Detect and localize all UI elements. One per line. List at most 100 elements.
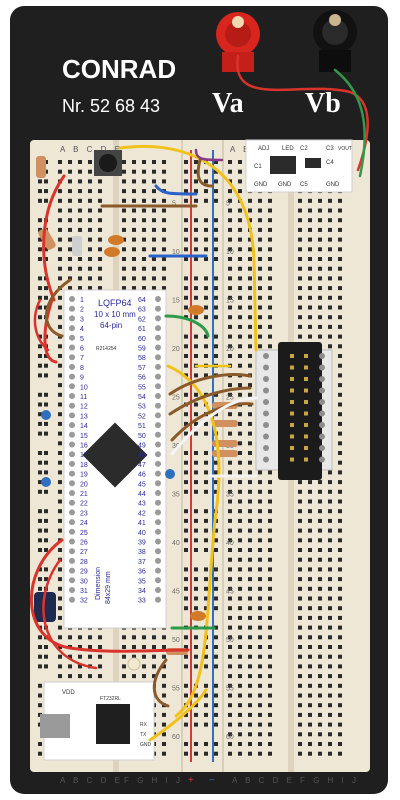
rail-hole xyxy=(214,722,218,727)
mcu-pin-label-left: 19 xyxy=(80,472,88,479)
hole xyxy=(258,742,262,746)
mcu-pin-right xyxy=(155,393,161,399)
row-number-left: 35 xyxy=(172,492,180,499)
mcu-pins: 64-pin xyxy=(100,321,122,330)
hole xyxy=(318,305,322,310)
reg-label-c5: C5 xyxy=(300,182,308,188)
hole xyxy=(98,664,102,669)
hole xyxy=(228,528,232,533)
hole xyxy=(258,509,262,514)
hole xyxy=(98,227,102,232)
rail-hole xyxy=(38,664,42,669)
hole xyxy=(258,218,262,223)
mcu-pin-label-left: 21 xyxy=(80,491,88,498)
hole xyxy=(268,577,272,582)
mcu-pin-right xyxy=(155,334,161,341)
hole xyxy=(258,693,262,698)
hole xyxy=(58,373,62,378)
hole xyxy=(308,315,312,320)
idc-pad-right xyxy=(319,387,325,394)
hole xyxy=(58,315,62,320)
hole xyxy=(308,227,312,232)
hole xyxy=(238,499,242,504)
hole xyxy=(58,460,62,465)
hole xyxy=(298,654,302,659)
row-number-right: 55 xyxy=(226,686,234,693)
rail-hole xyxy=(44,431,48,436)
idc-pad-right xyxy=(319,433,325,440)
rail-hole xyxy=(204,742,208,746)
hole xyxy=(268,645,272,649)
hole xyxy=(58,305,62,310)
hole xyxy=(238,460,242,465)
mcu-pin-right xyxy=(155,509,161,516)
hole xyxy=(228,742,232,746)
mcu-pin-right xyxy=(155,538,161,545)
hole xyxy=(308,528,312,533)
hole xyxy=(318,208,322,213)
row-number-right: 35 xyxy=(226,492,234,499)
hole xyxy=(338,305,342,310)
rail-hole xyxy=(44,577,48,582)
hole xyxy=(328,645,332,649)
wire-red-left-1 xyxy=(42,174,66,302)
hole xyxy=(238,431,242,436)
rail-hole xyxy=(214,577,218,582)
rail-hole xyxy=(44,373,48,378)
usb-connector xyxy=(40,714,70,738)
hole xyxy=(308,596,312,601)
hole xyxy=(338,363,342,368)
hole xyxy=(122,654,126,659)
hole xyxy=(98,276,102,281)
row-number-left: 50 xyxy=(172,637,180,644)
hole xyxy=(318,548,322,552)
hole xyxy=(58,654,62,659)
hole xyxy=(328,751,332,756)
mcu-pin-right xyxy=(155,596,161,603)
idc-pin xyxy=(290,365,294,370)
wire-brown-bottom xyxy=(152,658,170,708)
hole xyxy=(78,286,82,291)
usb-label-chip: FT232RL xyxy=(100,696,121,702)
rail-hole xyxy=(204,460,208,465)
hole xyxy=(228,227,232,232)
hole xyxy=(228,635,232,640)
hole xyxy=(58,518,62,523)
hole xyxy=(58,606,62,611)
rail-hole xyxy=(184,470,188,475)
hole xyxy=(258,276,262,281)
rail-hole xyxy=(184,742,188,746)
hole xyxy=(298,606,302,611)
rail-hole xyxy=(214,198,218,203)
rail-hole xyxy=(214,470,218,475)
hole xyxy=(248,208,252,213)
row-number-left: 25 xyxy=(172,395,180,402)
rail-hole xyxy=(194,664,198,669)
mcu-pin-label-right: 50 xyxy=(138,433,146,440)
mcu-pin-left xyxy=(69,470,75,477)
rail-hole xyxy=(194,344,198,349)
rail-hole xyxy=(38,742,42,746)
mcu-pin-right xyxy=(155,441,161,448)
hole xyxy=(88,645,92,649)
rail-hole xyxy=(184,247,188,252)
hole xyxy=(88,198,92,203)
rail-hole xyxy=(44,189,48,194)
wire-blue-top xyxy=(154,184,198,196)
hole xyxy=(142,664,146,669)
rail-hole xyxy=(38,237,42,242)
rail-hole xyxy=(38,577,42,582)
rail-hole xyxy=(214,227,218,232)
rail-hole xyxy=(184,596,188,601)
hole xyxy=(328,548,332,552)
mcu-pin-right xyxy=(155,325,161,332)
mcu-pin-right xyxy=(155,470,161,477)
hole xyxy=(238,518,242,523)
rail-hole xyxy=(184,606,188,611)
hole xyxy=(78,257,82,261)
hole xyxy=(68,198,72,203)
rail-hole xyxy=(184,693,188,698)
hole xyxy=(228,654,232,659)
hole xyxy=(98,208,102,213)
hole xyxy=(308,324,312,329)
